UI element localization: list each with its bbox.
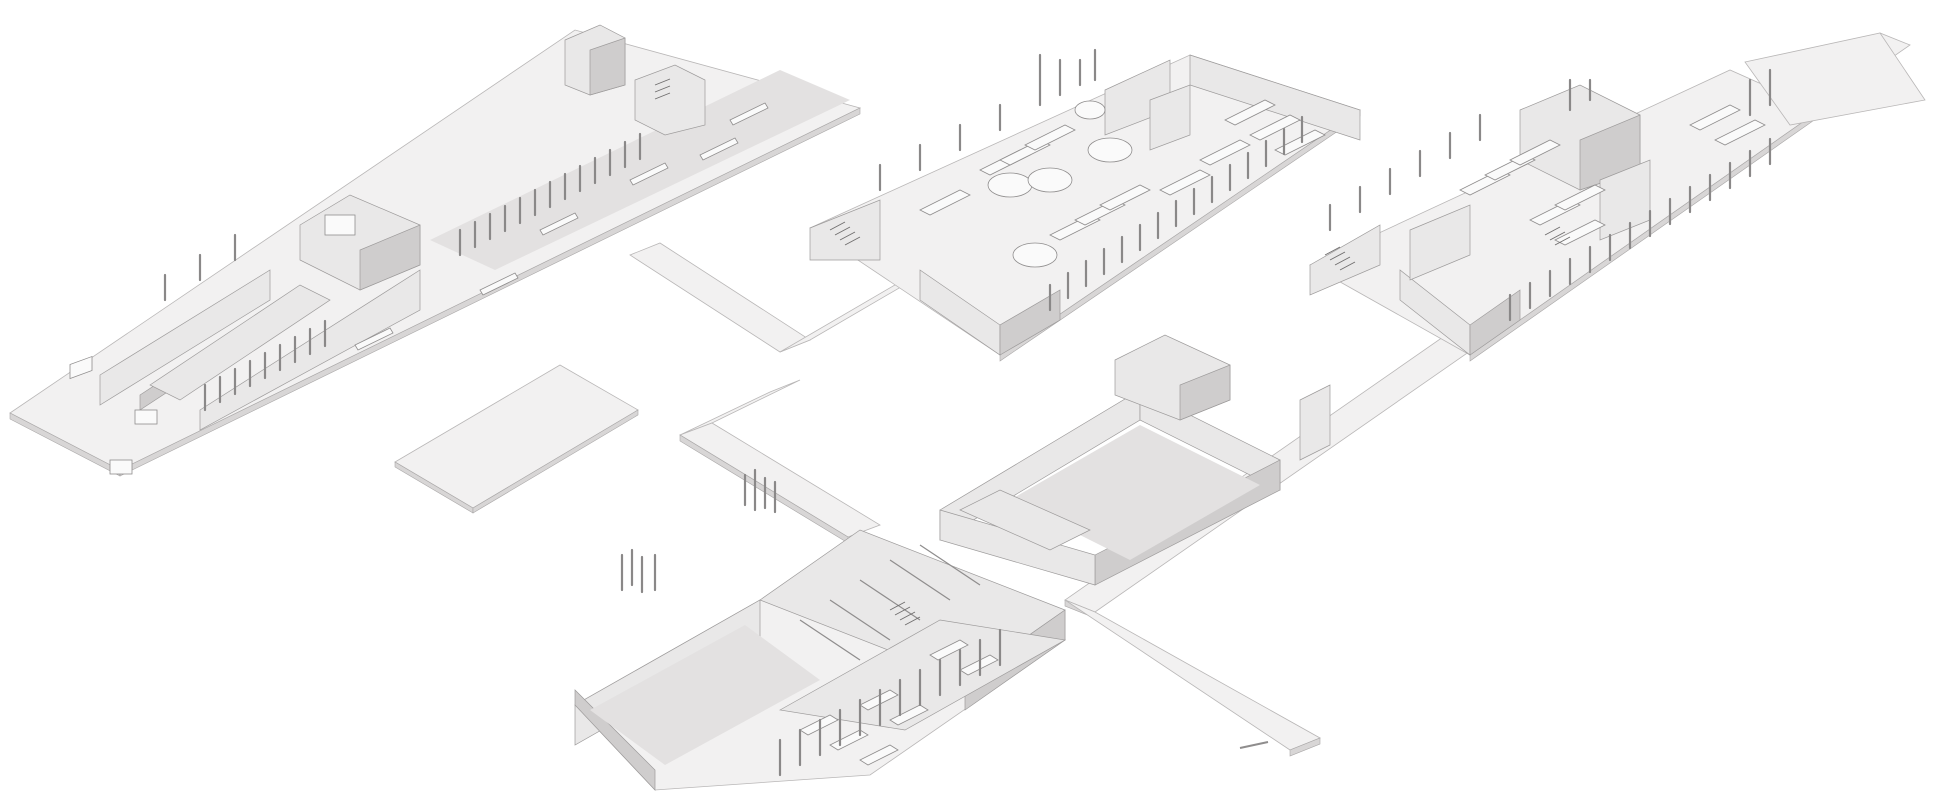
corridor-southeast-spur [1064,599,1321,751]
east-stair [1324,246,1356,271]
central-wall-north [1189,54,1361,141]
east-office-block [1309,32,1926,362]
courtyard-block [939,334,1331,586]
west-wing-mullions [163,132,642,412]
corridor-down [679,422,881,538]
east-desk-cluster [1459,104,1766,246]
east-mullions [1328,68,1772,322]
south-partitions [799,544,981,661]
round-meeting-room [987,172,1033,198]
west-wing [9,24,862,477]
central-stair [829,221,861,246]
bench [729,102,769,126]
corridor-north-south [629,242,811,353]
west-tower-stair [634,64,706,136]
south-stair [889,601,921,626]
corridor-diagonal [679,379,801,436]
central-mullions [878,48,1304,312]
east-terrace [1744,32,1926,126]
detached-slab [394,364,639,514]
west-wall-north [99,269,271,406]
outdoor-table [69,355,93,380]
column-group [620,468,777,594]
central-office-block [809,48,1361,362]
south-block [574,529,1067,791]
south-mullions [778,628,1002,777]
